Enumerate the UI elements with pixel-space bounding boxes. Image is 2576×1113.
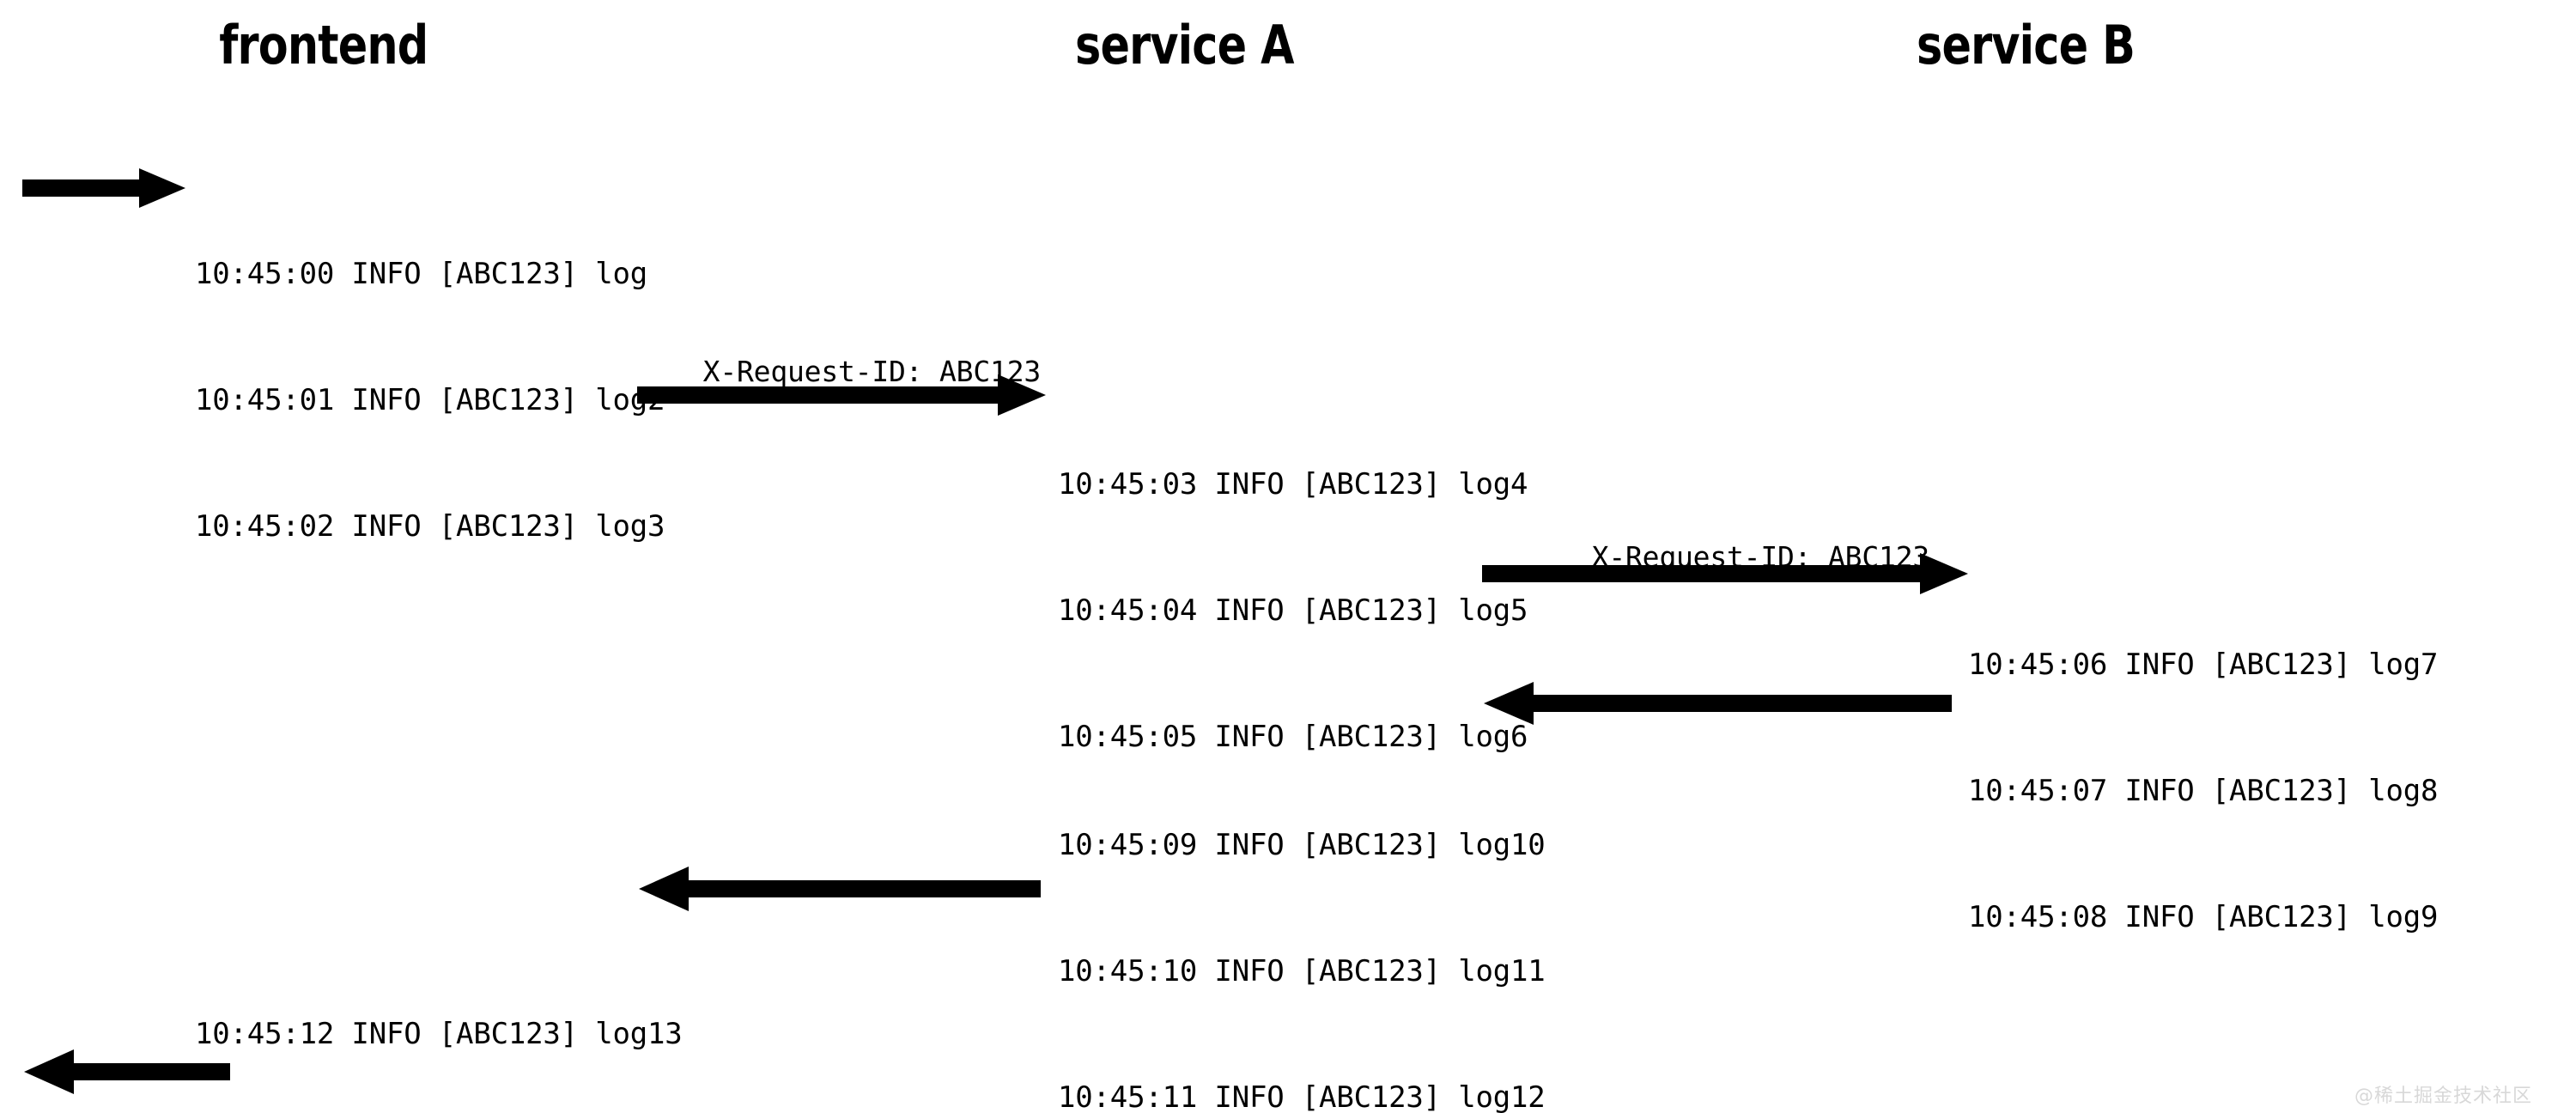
log-line: 10:45:10 INFO [ABC123] log11: [1058, 954, 1546, 988]
arrow-service-a-to-service-b: [1482, 553, 1968, 594]
log-line: 10:45:07 INFO [ABC123] log8: [1968, 774, 2439, 808]
log-line: 10:45:08 INFO [ABC123] log9: [1968, 900, 2439, 934]
arrow-service-b-to-service-a: [1484, 682, 1952, 725]
log-line: 10:45:02 INFO [ABC123] log3: [195, 509, 665, 544]
log-line: 10:45:06 INFO [ABC123] log7: [1968, 648, 2439, 682]
arrow-service-a-to-frontend: [639, 867, 1041, 911]
watermark: @稀土掘金技术社区: [2354, 1080, 2532, 1108]
log-line: 10:45:03 INFO [ABC123] log4: [1058, 467, 1528, 502]
log-block-frontend-initial: 10:45:00 INFO [ABC123] log 10:45:01 INFO…: [195, 169, 665, 632]
log-block-service-a-request: 10:45:03 INFO [ABC123] log4 10:45:04 INF…: [1058, 380, 1528, 842]
arrow-frontend-to-service-a: [637, 374, 1046, 416]
log-block-service-b-request: 10:45:06 INFO [ABC123] log7 10:45:07 INF…: [1968, 560, 2438, 1023]
request-header-label-hop-1: X-Request-ID: ABC123: [635, 329, 1042, 414]
column-header-service-a: service A: [1075, 19, 1294, 72]
log-line: 10:45:12 INFO [ABC123] log13: [195, 1017, 683, 1051]
log-line: 10:45:11 INFO [ABC123] log12: [1058, 1080, 1546, 1113]
log-line: 10:45:09 INFO [ABC123] log10: [1058, 828, 1546, 862]
log-block-frontend-response: 10:45:12 INFO [ABC123] log13 10:45:13 IN…: [195, 929, 683, 1113]
arrow-inbound-request: [22, 168, 185, 208]
log-line: 10:45:05 INFO [ABC123] log6: [1058, 720, 1528, 754]
log-block-service-a-response: 10:45:09 INFO [ABC123] log10 10:45:10 IN…: [1058, 740, 1546, 1113]
log-line: 10:45:04 INFO [ABC123] log5: [1058, 593, 1528, 628]
log-line: 10:45:00 INFO [ABC123] log: [195, 257, 648, 291]
column-header-service-b: service B: [1917, 19, 2136, 72]
request-header-text: X-Request-ID: ABC123: [702, 355, 1042, 388]
column-header-service-a-label: service A: [1075, 14, 1294, 76]
column-header-frontend: frontend: [219, 19, 428, 72]
arrow-frontend-to-client: [24, 1049, 230, 1094]
log-line: 10:45:01 INFO [ABC123] log2: [195, 383, 665, 417]
column-header-frontend-label: frontend: [219, 14, 428, 76]
watermark-text: @稀土掘金技术社区: [2354, 1086, 2533, 1107]
column-header-service-b-label: service B: [1917, 14, 2136, 76]
